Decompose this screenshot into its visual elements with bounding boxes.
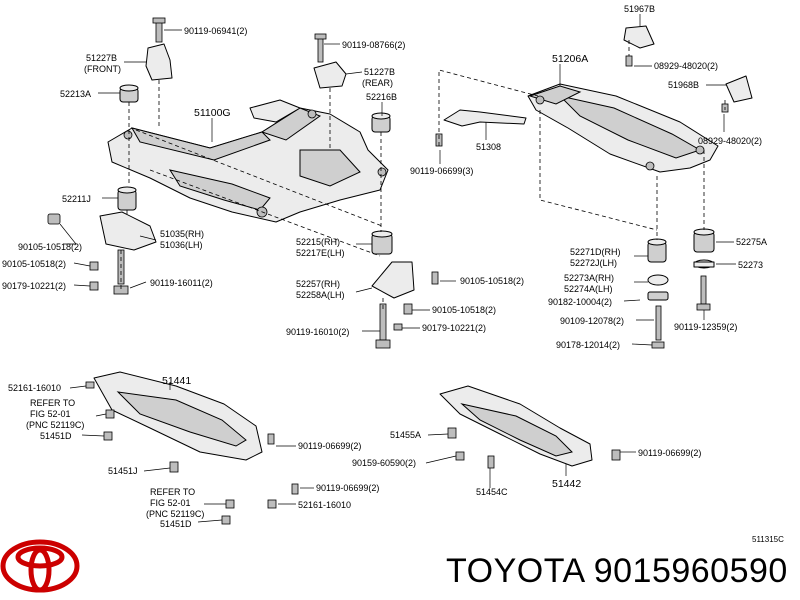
bushing-52271d [647, 238, 667, 263]
bushing-52216b [371, 112, 391, 133]
label-90182-10004: 90182-10004(2) [548, 297, 612, 307]
label-52215: 52215(RH) [296, 237, 340, 247]
label-refer2-b: FIG 52-01 [150, 498, 191, 508]
label-52273: 52273 [738, 260, 763, 270]
label-90119-08766: 90119-08766(2) [342, 40, 405, 50]
label-90105-10518-b: 90105-10518(2) [2, 259, 66, 269]
leader-lines [59, 14, 736, 523]
label-08929-48020-b: 08929-48020(2) [698, 136, 762, 146]
label-51227b-front: 51227B [86, 53, 117, 63]
front-assembly-lines [120, 80, 384, 312]
label-51967b: 51967B [624, 4, 655, 14]
label-90159-60590: 90159-60590(2) [352, 458, 416, 468]
label-90119-06699-a: 90119-06699(3) [410, 166, 473, 176]
label-51442: 51442 [552, 478, 581, 490]
label-52272j: 52272J(LH) [570, 258, 617, 268]
label-90178-12014: 90178-12014(2) [556, 340, 620, 350]
label-90119-16010: 90119-16010(2) [286, 327, 349, 337]
label-90119-12359: 90119-12359(2) [674, 322, 737, 332]
bushing-52213a [119, 84, 139, 103]
bracket-51968b [721, 75, 753, 113]
label-90119-06699-d: 90119-06699(2) [638, 448, 701, 458]
label-52161-16010-a: 52161-16010 [8, 383, 61, 393]
bushing-52211j [117, 186, 137, 211]
label-52217e: 52217E(LH) [296, 248, 345, 258]
rear-assembly-lines [438, 40, 726, 240]
label-51451d-a: 51451D [40, 431, 72, 441]
label-51206a: 51206A [552, 53, 588, 65]
label-refer1-a: REFER TO [30, 398, 75, 408]
label-refer1-c: (PNC 52119C) [26, 420, 84, 430]
label-51308: 51308 [476, 142, 501, 152]
label-51455a: 51455A [390, 430, 421, 440]
washer-52273 [693, 259, 715, 269]
bracket-51227b-rear [313, 33, 347, 89]
label-52275a: 52275A [736, 237, 767, 247]
label-51968b: 51968B [668, 80, 699, 90]
label-front: (FRONT) [84, 64, 121, 74]
label-51451j: 51451J [108, 466, 138, 476]
front-subframe-51100g [107, 99, 389, 223]
label-52211j: 52211J [62, 194, 91, 204]
label-51227b-rear: 51227B [364, 67, 395, 77]
bushing-52275a [693, 228, 715, 253]
label-90119-06699-b: 90119-06699(2) [298, 441, 361, 451]
label-refer2-c: (PNC 52119C) [146, 509, 204, 519]
label-51454c: 51454C [476, 487, 508, 497]
label-90109-12078: 90109-12078(2) [560, 316, 624, 326]
brace-51308 [435, 109, 527, 147]
undercover-51442 [439, 385, 621, 469]
label-51100g: 51100G [194, 107, 231, 119]
brand-caption: TOYOTA 9015960590 [446, 552, 788, 590]
part-labels: 90119-06941(2) 51227B (FRONT) 52213A 511… [2, 4, 767, 529]
bracket-51967b [623, 25, 655, 67]
label-90119-06699-c: 90119-06699(2) [316, 483, 379, 493]
catalog-code: 511315C [752, 535, 784, 544]
label-52213a: 52213A [60, 89, 91, 99]
toyota-logo [0, 539, 80, 593]
label-51036: 51036(LH) [160, 240, 203, 250]
undercover-51441 [85, 371, 299, 525]
label-52257: 52257(RH) [296, 279, 340, 289]
stopper-52273a [647, 274, 669, 301]
label-51035: 51035(RH) [160, 229, 204, 239]
label-52258a: 52258A(LH) [296, 290, 345, 300]
rear-bolts [651, 275, 711, 349]
label-90119-06941: 90119-06941(2) [184, 26, 247, 36]
label-90179-10221-b: 90179-10221(2) [422, 323, 486, 333]
label-52274a: 52274A(LH) [564, 284, 613, 294]
rear-subframe-51206a [527, 83, 719, 173]
label-51441: 51441 [162, 375, 191, 387]
label-08929-48020-a: 08929-48020(2) [654, 61, 718, 71]
label-51451d-b: 51451D [160, 519, 192, 529]
label-90179-10221-a: 90179-10221(2) [2, 281, 66, 291]
bracket-52257 [371, 261, 439, 349]
label-52161-16010-b: 52161-16010 [298, 500, 351, 510]
label-90105-10518-c: 90105-10518(2) [460, 276, 524, 286]
bracket-51227b-front [145, 17, 173, 81]
label-52271d: 52271D(RH) [570, 247, 621, 257]
label-rear: (REAR) [362, 78, 393, 88]
label-refer1-b: FIG 52-01 [30, 409, 71, 419]
label-90105-10518-a: 90105-10518(2) [18, 242, 82, 252]
label-refer2-a: REFER TO [150, 487, 195, 497]
label-90119-16011: 90119-16011(2) [150, 278, 213, 288]
label-52273a: 52273A(RH) [564, 273, 614, 283]
label-52216b: 52216B [366, 92, 397, 102]
label-90105-10518-d: 90105-10518(2) [432, 305, 496, 315]
bushing-52215 [371, 230, 393, 255]
